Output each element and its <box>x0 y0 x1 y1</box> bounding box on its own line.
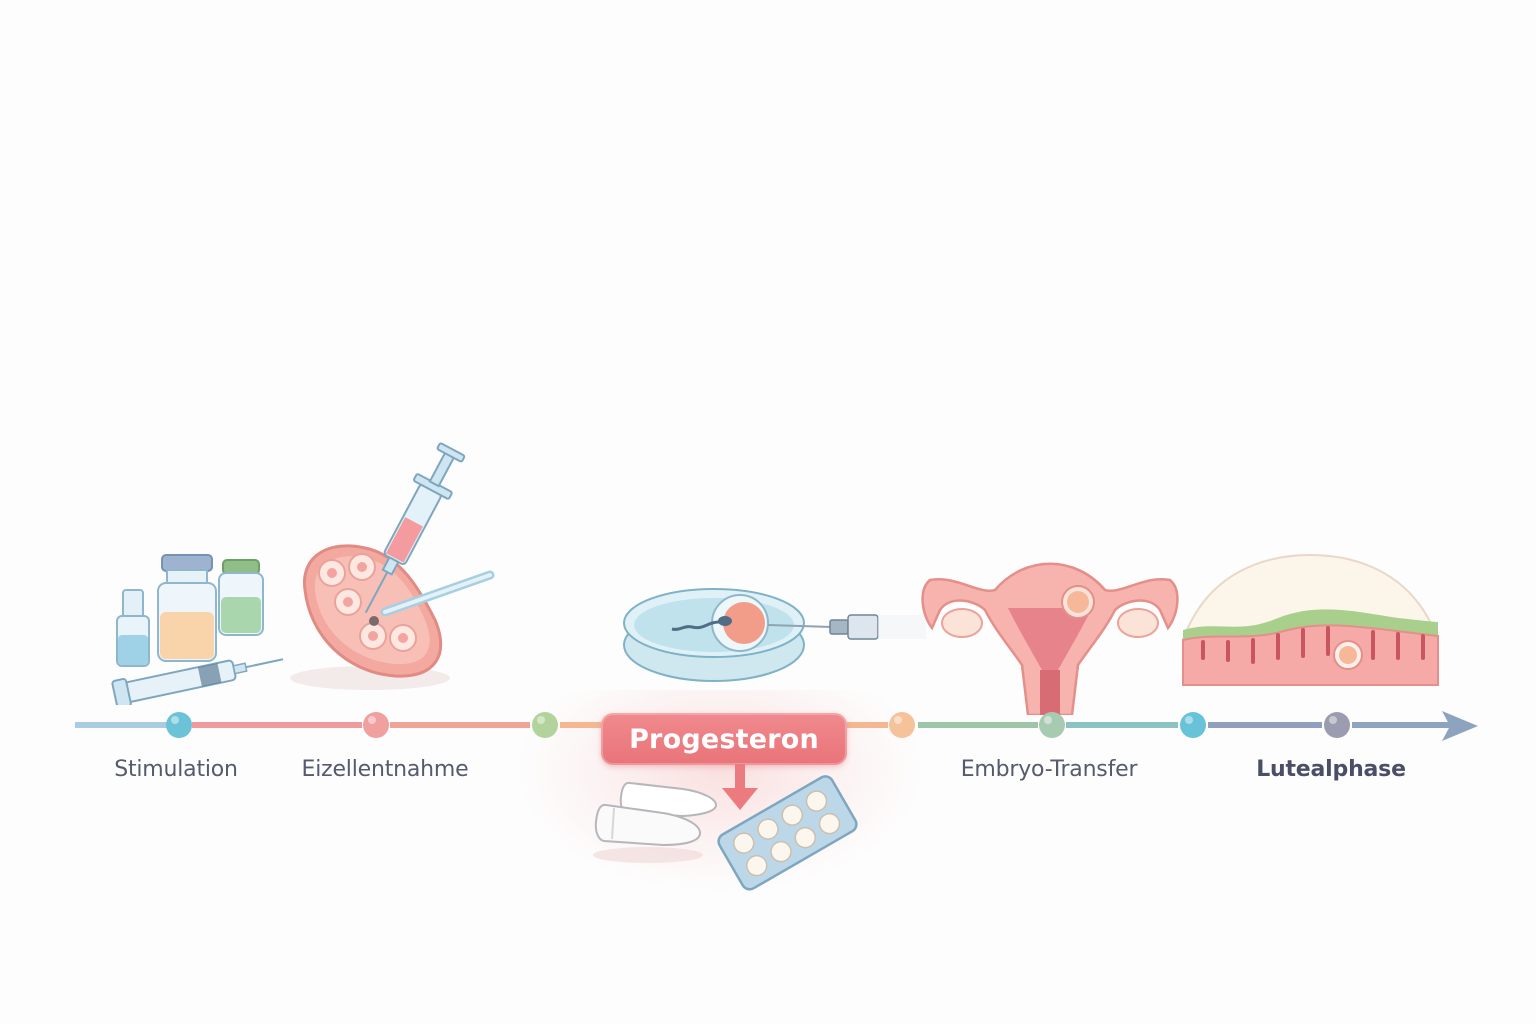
timeline-node-fertilization[interactable] <box>531 711 559 739</box>
timeline-node-egg-retrieval[interactable] <box>362 711 390 739</box>
callout-down-arrow-icon <box>722 764 758 810</box>
timeline-node-culture[interactable] <box>888 711 916 739</box>
medication-vials-icon <box>111 554 284 705</box>
timeline-node-luteal-phase[interactable] <box>1323 711 1351 739</box>
timeline-track <box>75 722 1452 728</box>
timeline-arrowhead-icon <box>1442 711 1478 741</box>
uterus-icon <box>921 562 1179 715</box>
stage-label-luteal-phase: Lutealphase <box>1256 757 1406 782</box>
progesterone-callout: Progesteron <box>601 713 847 765</box>
suppositories-icon <box>593 781 718 863</box>
endometrium-icon <box>1182 553 1439 686</box>
timeline-node-embryo-transfer[interactable] <box>1038 711 1066 739</box>
stage-label-egg-retrieval: Eizellentnahme <box>301 757 469 782</box>
timeline-node-implantation[interactable] <box>1179 711 1207 739</box>
timeline-node-stimulation[interactable] <box>165 711 193 739</box>
tablet-blister-pack-icon <box>717 775 858 891</box>
petri-dish-icon <box>623 588 926 682</box>
stage-label-stimulation: Stimulation <box>114 757 238 782</box>
ovary-retrieval-icon <box>290 442 495 690</box>
progesterone-label: Progesteron <box>629 723 819 755</box>
stage-label-embryo-transfer: Embryo-Transfer <box>960 757 1138 782</box>
